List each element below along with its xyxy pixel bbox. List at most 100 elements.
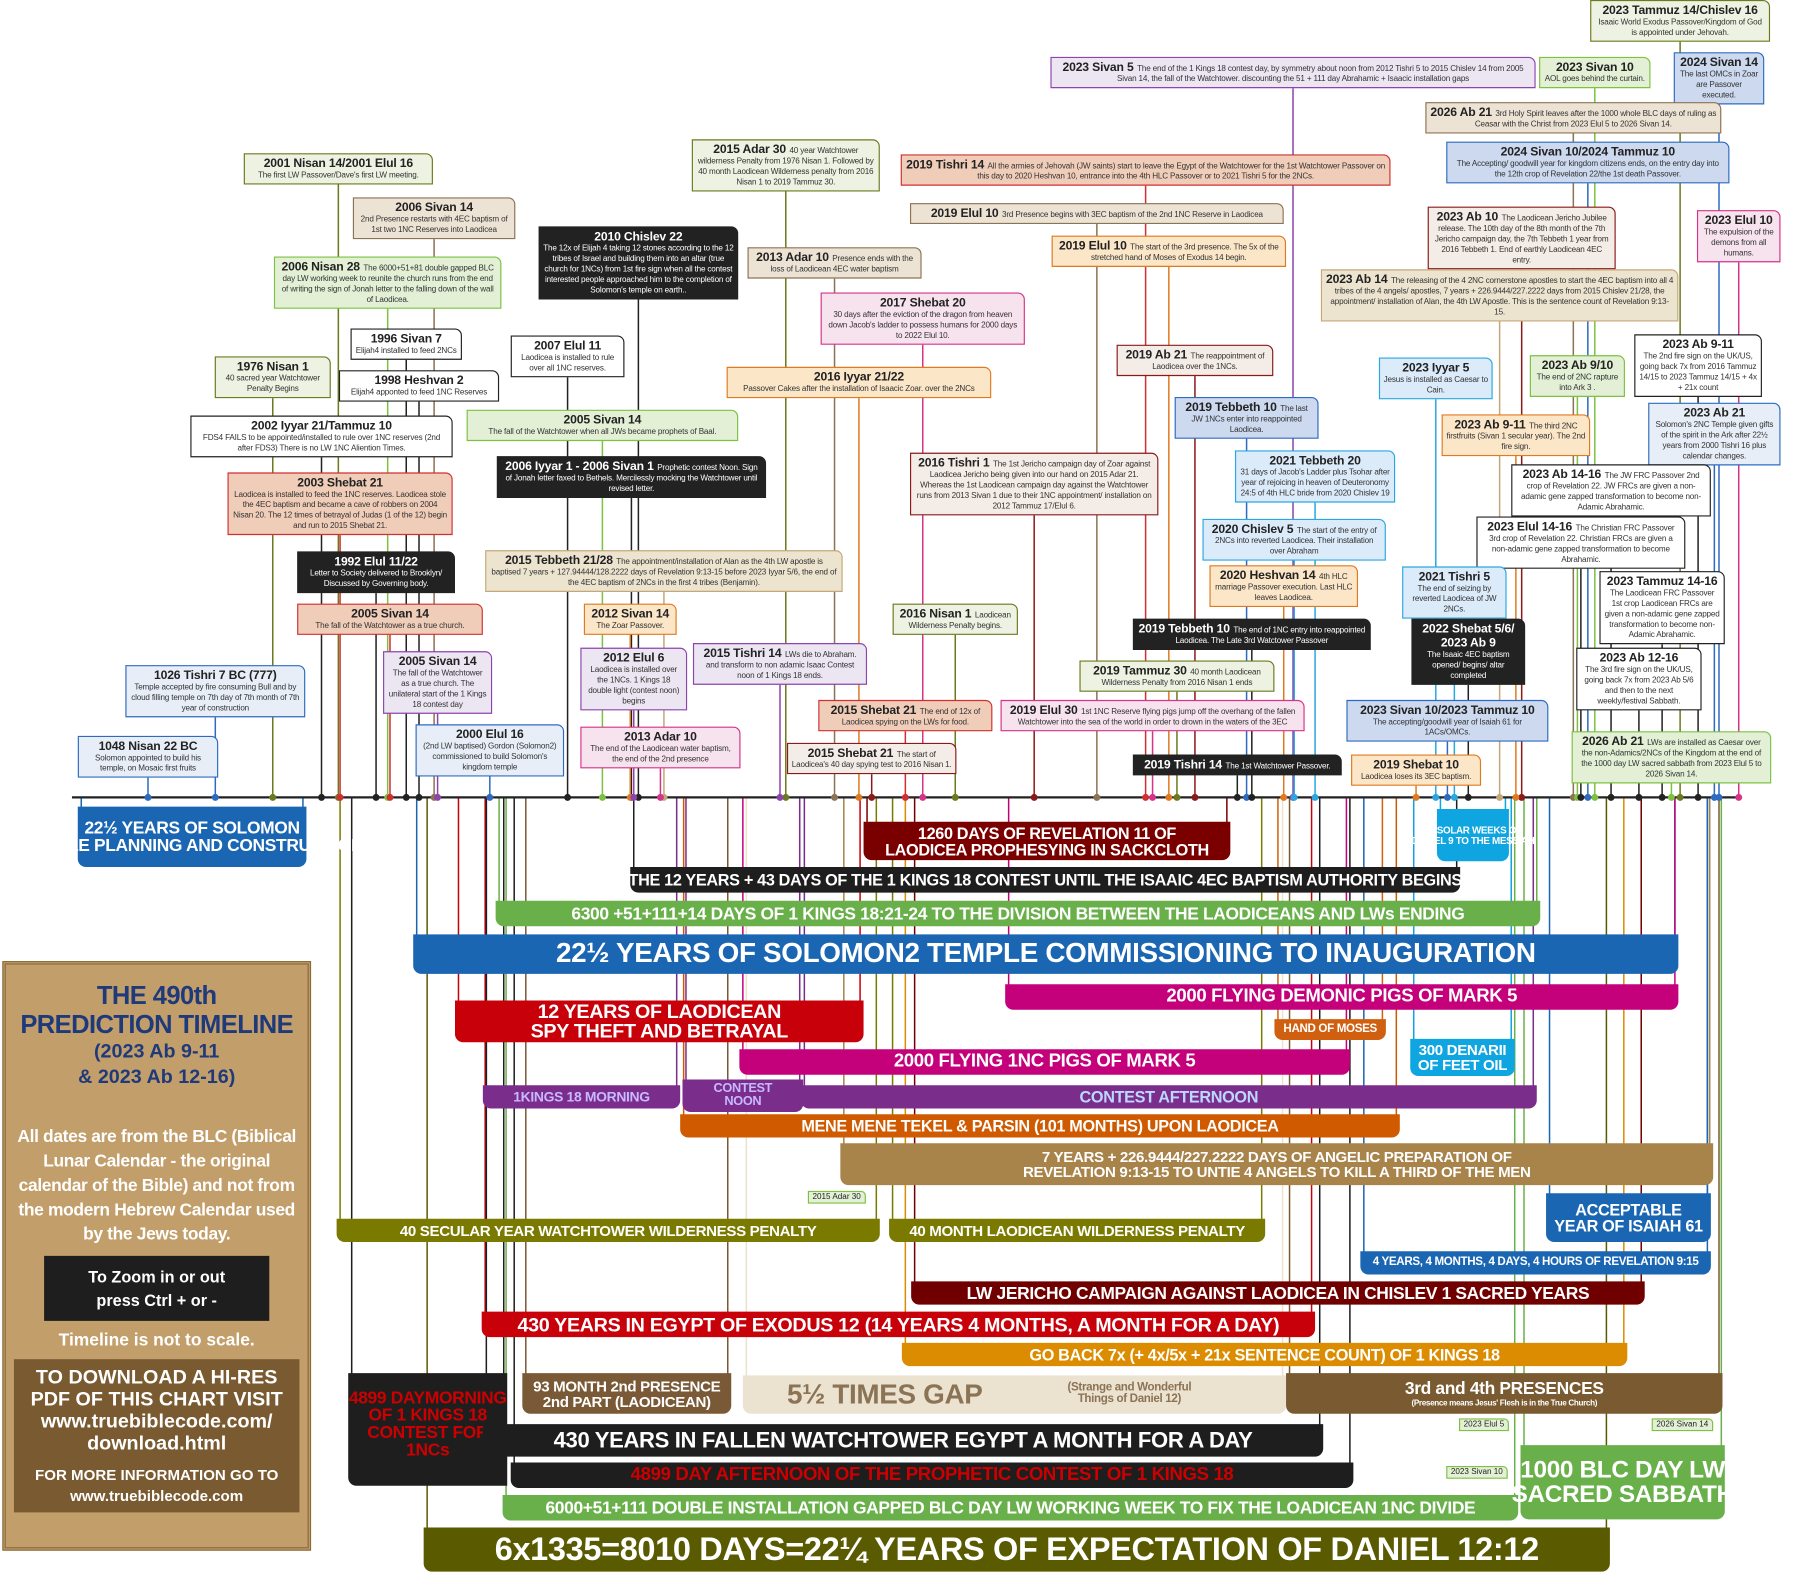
event-description: The 12x of Elijah 4 taking 12 stones acc…: [543, 244, 734, 295]
bar-sublabel: (Presence means Jesus' Flesh is in the T…: [1411, 1399, 1598, 1408]
bar-label: 40 MONTH LAODICEAN WILDERNESS PENALTY: [909, 1221, 1245, 1240]
timeline-dot: [486, 793, 494, 801]
timeline-dot: [1607, 793, 1615, 801]
event-description: The 1st Watchtower Passover.: [1225, 762, 1331, 771]
event-description: 40 year Watchtower wilderness Penalty fr…: [697, 147, 874, 187]
event-date: 1976 Nisan 1: [236, 359, 309, 374]
event-date: 2023 Sivan 10/2023 Tammuz 10: [1360, 703, 1535, 718]
event-description: Laodicean Wilderness Penalty begins.: [908, 611, 1011, 631]
event-description: LWs are installed as Caesar over the non…: [1581, 739, 1762, 779]
event-date: 2015 Adar 30: [713, 142, 786, 157]
download-link[interactable]: TO DOWNLOAD A HI-RES PDF OF THIS CHART V…: [30, 1366, 283, 1455]
timeline-dot: [269, 793, 277, 801]
event-description: 4th HLC marriage Passover execution. Las…: [1215, 573, 1353, 603]
period-bar: 2000 FLYING 1NC PIGS OF MARK 5: [739, 1049, 1350, 1075]
timeline-dot: [831, 793, 839, 801]
bar-label-line2: (Strange and Wonderful Things of Daniel …: [1067, 1381, 1192, 1406]
event-date: 2013 Adar 10: [756, 250, 829, 265]
period-bar: 4 YEARS, 4 MONTHS, 4 DAYS, 4 HOURS OF RE…: [1360, 1251, 1711, 1275]
bar-label: 6000+51+111 DOUBLE INSTALLATION GAPPED B…: [545, 1497, 1476, 1518]
website-link[interactable]: www.truebiblecode.com: [70, 1486, 244, 1505]
date-tag: 2015 Adar 30: [807, 1190, 866, 1204]
event-date: 2007 Elul 11: [534, 338, 602, 353]
event-date: 2003 Shebat 21: [297, 475, 383, 490]
timeline-dot: [1710, 793, 1718, 801]
event-description: The Laodicean FRC Passover 1st crop Laod…: [1604, 589, 1720, 640]
event-date: 2023 Ab 14: [1325, 272, 1388, 287]
bar-label: 1000 BLC DAY LW: [1520, 1456, 1726, 1484]
event-date: 2020 Heshvan 14: [1219, 568, 1316, 583]
event-description: 3rd Presence begins with 3EC baptism of …: [1002, 211, 1263, 220]
bar-label: LW JERICHO CAMPAIGN AGAINST LAODICEA IN …: [966, 1283, 1590, 1303]
event-date: 2019 Tebbeth 10: [1185, 400, 1277, 415]
info-label: FOR MORE INFORMATION GO TO: [35, 1465, 279, 1484]
timeline-dot: [901, 793, 909, 801]
event-date: 2023 Ab 12-16: [1599, 651, 1679, 666]
event-description: The Isaaic 4EC baptism opened/ begins/ a…: [1427, 651, 1510, 681]
event-date: 2015 Tishri 14: [703, 646, 782, 661]
event-date: 2013 Adar 10: [624, 730, 697, 745]
timeline-dot: [776, 793, 784, 801]
timeline-dot: [598, 793, 606, 801]
event-description: The end of 2NC rapture into Ark 3 .: [1536, 373, 1619, 393]
event-description: Laodicea loses its 3EC baptism.: [1360, 773, 1472, 782]
event-description: The JW FRC Passover 2nd crop of Revelati…: [1521, 472, 1702, 512]
event-date: 2016 Nisan 1: [899, 607, 972, 621]
timeline-dot: [1496, 793, 1504, 801]
period-bar: 5½ TIMES GAP(Strange and Wonderful Thing…: [742, 1375, 1287, 1414]
event-description: The end of 12x of Laodicea spying on the…: [841, 708, 981, 727]
timeline-dot: [1142, 793, 1150, 801]
bar-label: 40 SECULAR YEAR WATCHTOWER WILDERNESS PE…: [399, 1221, 817, 1240]
event-description: The Zoar Passover.: [596, 622, 665, 631]
event-description: The third 2NC firstfruits (Sivan 1 secul…: [1446, 422, 1586, 452]
bar-label-line2: NOON: [724, 1094, 762, 1109]
bar-label: 300 DENARII: [1418, 1041, 1507, 1059]
period-bar: MENE MENE TEKEL & PARSIN (101 MONTHS) UP…: [680, 1114, 1400, 1138]
bar-label-line2: REVELATION 9:13-15 TO UNTIE 4 ANGELS TO …: [1022, 1163, 1531, 1181]
timeline-dot: [1191, 793, 1199, 801]
event-date: 2001 Nisan 14/2001 Elul 16: [263, 156, 413, 171]
bar-label-line2: OF FEET OIL: [1417, 1056, 1508, 1074]
event-description: Isaaic World Exodus Passover/Kingdom of …: [1598, 18, 1762, 38]
event-date: 2023 Iyyar 5: [1402, 360, 1470, 375]
period-bar: 6000+51+111 DOUBLE INSTALLATION GAPPED B…: [502, 1494, 1519, 1521]
event-description: The first LW Passover/Dave's first LW me…: [257, 171, 419, 180]
timeline-dot: [1584, 793, 1592, 801]
event-date: 2012 Elul 6: [603, 651, 665, 666]
bar-label: 2000 FLYING 1NC PIGS OF MARK 5: [893, 1051, 1196, 1072]
event-description: 31 days of Jacob's Ladder plus Tsohar af…: [1240, 468, 1390, 498]
event-date: 2019 Elul 10: [930, 206, 999, 221]
event-date: 2021 Tebbeth 20: [1269, 453, 1361, 468]
event-date: 2019 Shebat 10: [1373, 757, 1459, 772]
bar-label: 4899 DAY: [348, 1388, 425, 1408]
timeline-dot: [951, 793, 959, 801]
event-date: 2002 Iyyar 21/Tammuz 10: [251, 419, 392, 433]
bar-label-line2: 2nd PART (LAODICEAN): [542, 1392, 711, 1410]
event-date: 2016 Tishri 1: [918, 456, 990, 471]
event-description: The 2nd fire sign on the UK/US, going ba…: [1639, 352, 1757, 393]
event-description: The end of the Laodicean water baptism, …: [590, 745, 731, 764]
event-description: The 6000+51+81 double gapped BLC day LW …: [281, 264, 494, 305]
bar-label: 3rd and 4th PRESENCES: [1404, 1378, 1604, 1399]
